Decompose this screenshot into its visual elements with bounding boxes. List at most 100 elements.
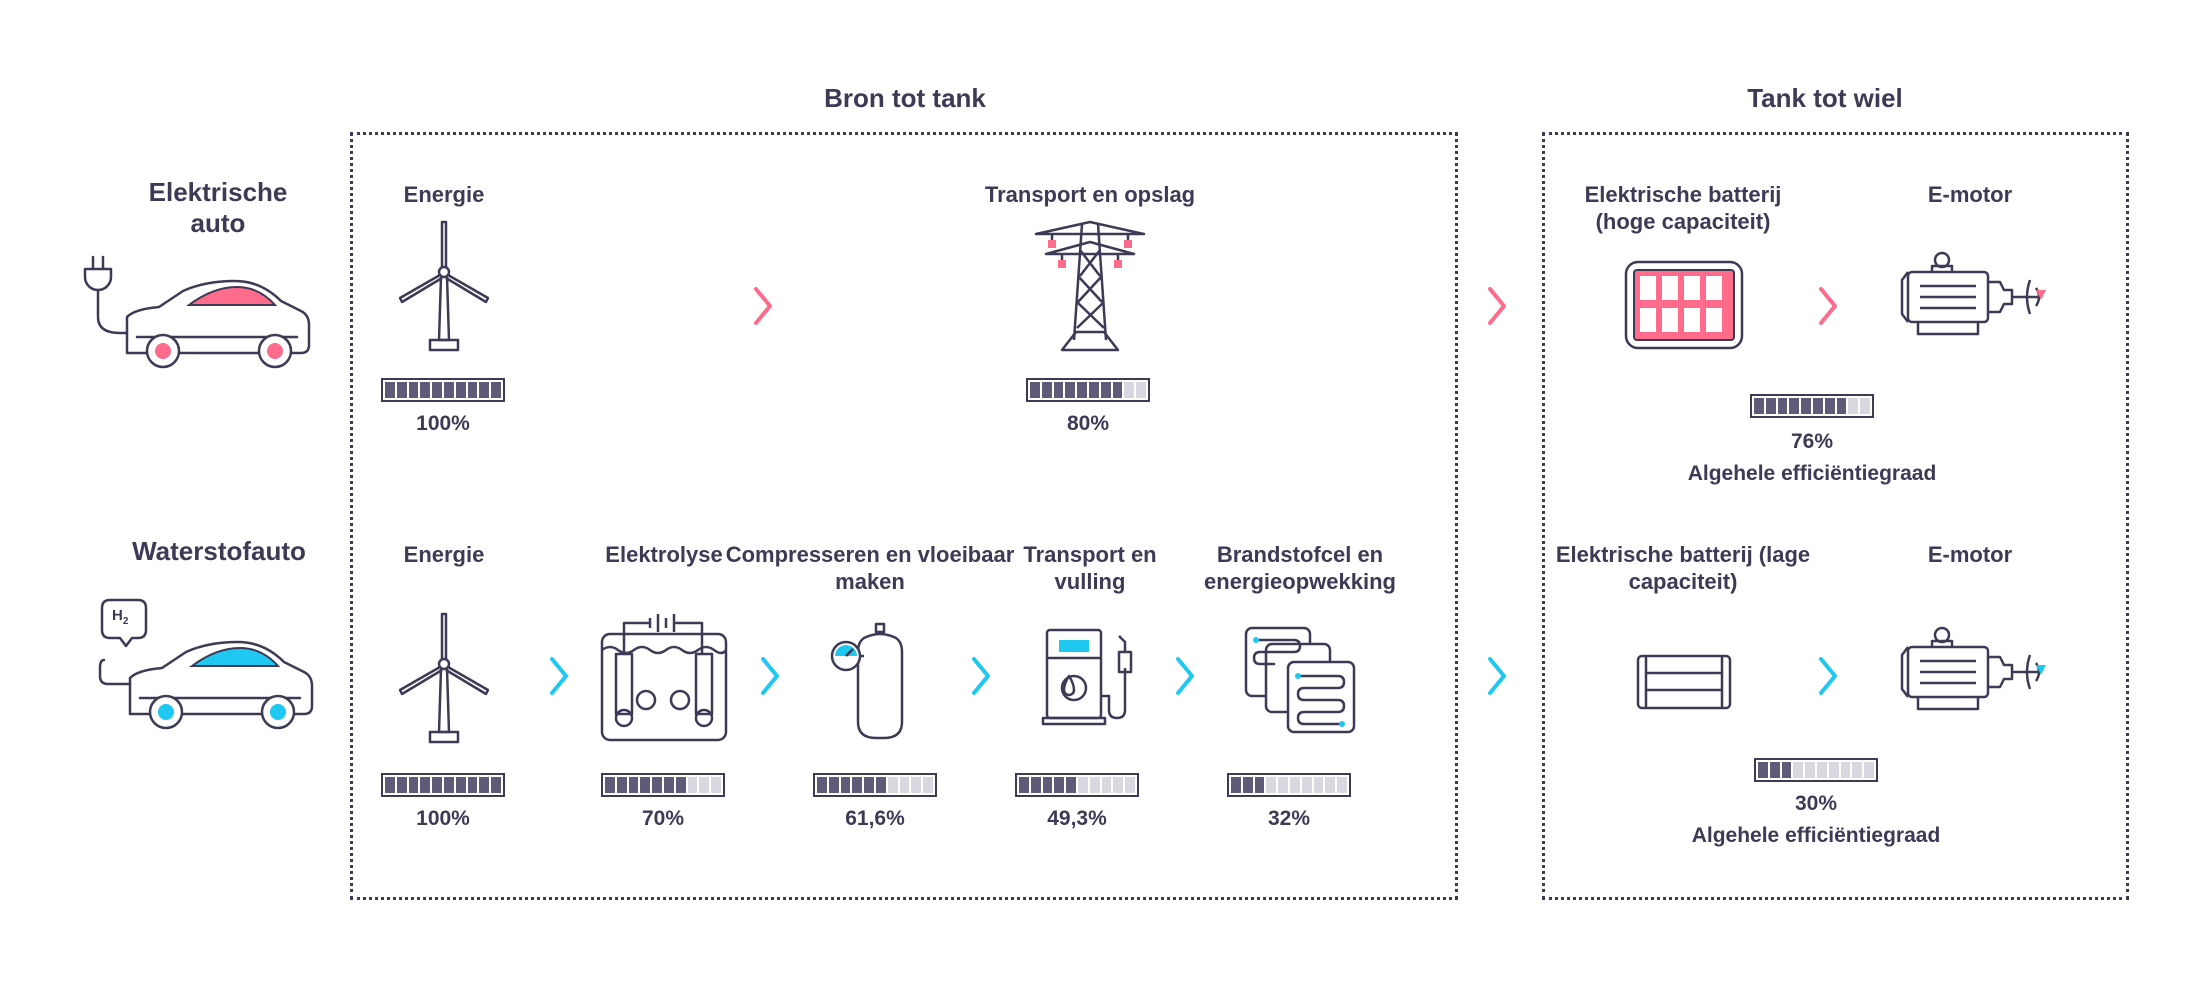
bar-segment xyxy=(1777,398,1788,414)
bar-segment xyxy=(1301,777,1312,793)
bar-segment xyxy=(1812,398,1823,414)
bar-segment xyxy=(1793,762,1804,778)
wind-turbine-icon xyxy=(396,612,492,744)
efficiency-value-compression: 61,6% xyxy=(845,807,905,830)
overall-efficiency-label-hydrogen: Algehele efficiëntiegraad xyxy=(1691,824,1941,847)
bar-segment xyxy=(1824,398,1835,414)
section-title-source-to-tank: Bron tot tank xyxy=(824,83,986,113)
bar-segment xyxy=(1254,777,1265,793)
bar-segment xyxy=(828,777,839,793)
step-label-fuel-cell: Brandstofcel en energieopwekking xyxy=(1204,542,1396,594)
chevron-right-icon xyxy=(1487,656,1507,696)
bar-segment xyxy=(1065,382,1076,398)
gas-tank-icon xyxy=(828,622,904,740)
bar-segment xyxy=(875,777,886,793)
efficiency-value-energy-electric: 100% xyxy=(416,412,470,435)
fuel-pump-icon xyxy=(1041,628,1139,726)
bar-segment xyxy=(1801,398,1811,414)
bar-segment xyxy=(455,382,466,398)
bar-segment xyxy=(1769,762,1780,778)
efficiency-value-energy-hydrogen: 100% xyxy=(416,807,470,830)
bar-segment xyxy=(396,382,407,398)
bar-segment xyxy=(385,777,395,793)
bar-segment xyxy=(1758,762,1768,778)
bar-segment xyxy=(1864,762,1874,778)
step-label-energy-electric: Energie xyxy=(403,182,485,207)
bar-segment xyxy=(1848,398,1859,414)
bar-segment xyxy=(1754,398,1764,414)
bar-segment xyxy=(1840,762,1851,778)
bar-segment xyxy=(711,777,721,793)
chevron-right-icon xyxy=(1818,656,1838,696)
bar-segment xyxy=(420,777,431,793)
step-label-compression: Compresseren en vloeibaar maken xyxy=(725,542,1015,594)
bar-segment xyxy=(1088,382,1099,398)
bar-segment xyxy=(1041,382,1052,398)
bar-segment xyxy=(408,382,419,398)
bar-segment xyxy=(443,777,454,793)
motor-label-hydrogen: E-motor xyxy=(1927,542,2013,567)
efficiency-bar-electrolysis xyxy=(601,773,725,797)
bar-segment xyxy=(1860,398,1870,414)
row-title-hydrogen: Waterstofauto xyxy=(132,536,306,566)
hydrogen-car-icon xyxy=(98,598,318,730)
bar-segment xyxy=(605,777,615,793)
chevron-right-icon xyxy=(753,286,773,326)
bar-segment xyxy=(1789,398,1800,414)
bar-segment xyxy=(1077,382,1087,398)
h2-badge-subscript: 2 xyxy=(122,616,129,627)
bar-segment xyxy=(616,777,627,793)
bar-segment xyxy=(1113,777,1124,793)
efficiency-bar-compression xyxy=(813,773,937,797)
bar-segment xyxy=(1100,382,1111,398)
efficiency-bar-transport-storage xyxy=(1026,378,1150,402)
overall-efficiency-value-hydrogen: 30% xyxy=(1794,792,1838,815)
step-label-energy-hydrogen: Energie xyxy=(403,542,485,567)
bar-segment xyxy=(1125,777,1135,793)
bar-segment xyxy=(864,777,874,793)
step-label-electrolysis: Elektrolyse xyxy=(605,542,723,567)
bar-segment xyxy=(467,777,478,793)
bar-segment xyxy=(852,777,863,793)
bar-segment xyxy=(432,777,442,793)
bar-segment xyxy=(1325,777,1336,793)
bar-segment xyxy=(455,777,466,793)
bar-segment xyxy=(911,777,922,793)
bar-segment xyxy=(1112,382,1123,398)
efficiency-value-transport-storage: 80% xyxy=(1066,412,1110,435)
bar-segment xyxy=(652,777,662,793)
h2-badge-letter: H xyxy=(112,607,123,624)
bar-segment xyxy=(663,777,674,793)
bar-segment xyxy=(385,382,395,398)
bar-segment xyxy=(1289,777,1300,793)
battery-label-low-capacity: Elektrische batterij (lage capaciteit) xyxy=(1555,542,1811,594)
chevron-right-icon xyxy=(1487,286,1507,326)
row-title-electric: Elektrische auto xyxy=(148,177,288,238)
electrolysis-icon xyxy=(600,614,728,742)
bar-segment xyxy=(1030,777,1041,793)
bar-segment xyxy=(699,777,710,793)
step-label-transport-storage: Transport en opslag xyxy=(984,182,1196,207)
bar-segment xyxy=(1337,777,1347,793)
bar-segment xyxy=(817,777,827,793)
bar-segment xyxy=(1019,777,1029,793)
bar-segment xyxy=(396,777,407,793)
bar-segment xyxy=(432,382,442,398)
efficiency-bar-energy-electric xyxy=(381,378,505,402)
chevron-right-icon xyxy=(1175,656,1195,696)
bar-segment xyxy=(1054,777,1065,793)
bar-segment xyxy=(1266,777,1277,793)
bar-segment xyxy=(899,777,910,793)
efficiency-bar-transport-filling xyxy=(1015,773,1139,797)
bar-segment xyxy=(1089,777,1100,793)
bar-segment xyxy=(1765,398,1776,414)
bar-segment xyxy=(1042,777,1053,793)
bar-segment xyxy=(491,777,501,793)
bar-segment xyxy=(1066,777,1076,793)
step-label-transport-filling: Transport en vulling xyxy=(1023,542,1157,594)
source-to-tank-frame xyxy=(350,132,1458,900)
bar-segment xyxy=(840,777,851,793)
bar-segment xyxy=(1136,382,1146,398)
power-pylon-icon xyxy=(1032,220,1148,352)
bar-segment xyxy=(1313,777,1324,793)
